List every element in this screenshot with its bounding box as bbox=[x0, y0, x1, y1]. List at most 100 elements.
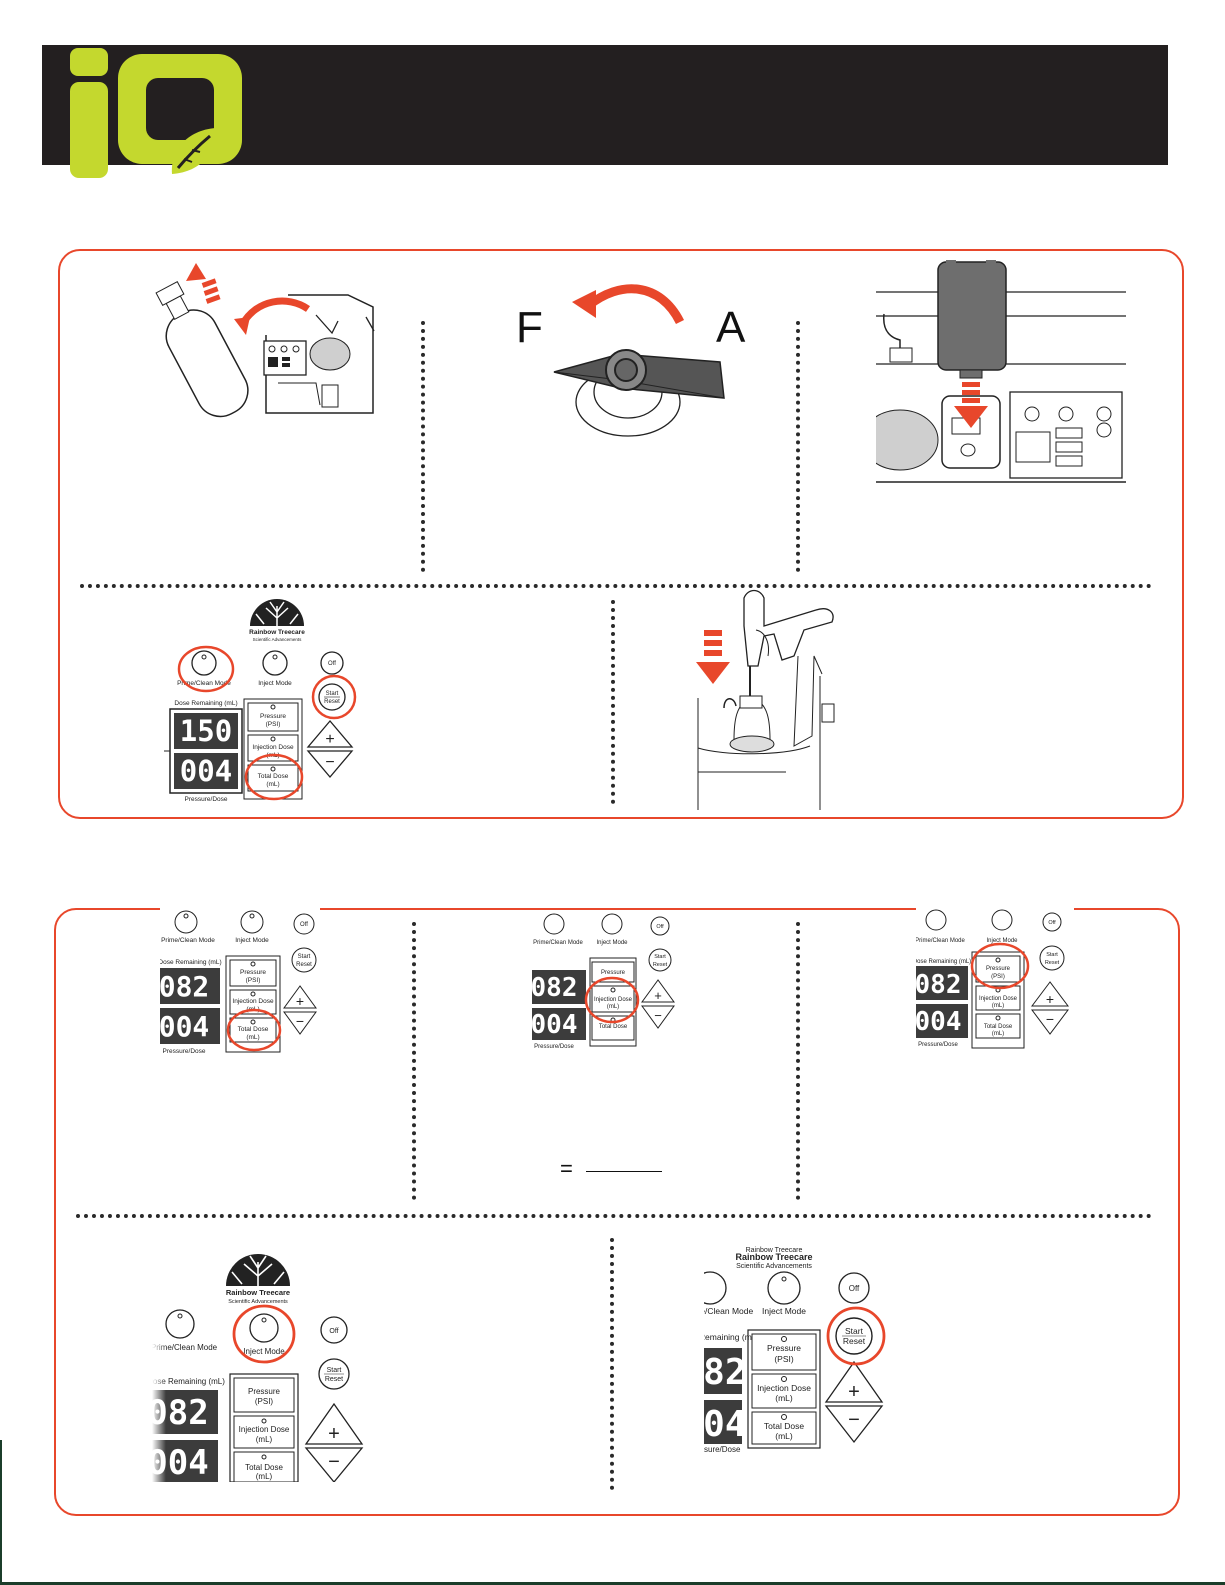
ml-label: (mL) bbox=[992, 1031, 1004, 1037]
start-label: Start bbox=[326, 691, 339, 697]
control-panel-start-reset: Rainbow Treecare Rainbow Treecare Scient… bbox=[704, 1244, 898, 1454]
minus-icon: − bbox=[296, 1013, 304, 1029]
injection-dose-label: Injection Dose bbox=[252, 744, 294, 751]
injection-dose-label: Injection Dose bbox=[757, 1383, 811, 1393]
prime-clean-mode-label: Prime/Clean Mode bbox=[916, 938, 966, 944]
inject-mode-button[interactable] bbox=[249, 1313, 279, 1343]
ml-label: (mL) bbox=[266, 781, 279, 788]
psi-label: (PSI) bbox=[266, 721, 281, 728]
dose-remaining-value: 082 bbox=[704, 1352, 747, 1393]
dose-remaining-value: 082 bbox=[160, 970, 209, 1003]
divider bbox=[421, 321, 425, 572]
off-label: Off bbox=[329, 1328, 338, 1335]
brand-name: Rainbow Treecare bbox=[249, 629, 305, 636]
dose-remaining-display bbox=[174, 713, 238, 749]
minus-icon: − bbox=[654, 1008, 662, 1023]
off-button[interactable] bbox=[320, 651, 344, 675]
plus-icon: + bbox=[325, 731, 334, 748]
pressure-button[interactable] bbox=[247, 702, 299, 732]
reset-label: Reset bbox=[324, 699, 340, 705]
divider bbox=[796, 321, 800, 572]
psi-label: (PSI) bbox=[991, 974, 1005, 980]
dose-remaining-value: 082 bbox=[532, 973, 577, 1003]
pressure-dose-value: 004 bbox=[916, 1007, 961, 1037]
total-dose-label: Total Dose bbox=[984, 1024, 1013, 1030]
start-label: Start bbox=[298, 954, 311, 960]
ml-label: (mL) bbox=[256, 1435, 273, 1444]
inject-mode-label: Inject Mode bbox=[243, 1347, 285, 1356]
inject-mode-label: Inject Mode bbox=[596, 940, 628, 946]
divider bbox=[80, 584, 1152, 588]
plus-icon: + bbox=[296, 993, 304, 1009]
prime-clean-mode-button[interactable] bbox=[191, 650, 217, 676]
page-edge bbox=[0, 1440, 2, 1585]
decrease-button[interactable] bbox=[306, 750, 354, 779]
ml-label: (mL) bbox=[992, 1003, 1004, 1009]
psi-label: (PSI) bbox=[774, 1354, 794, 1364]
pressure-dose-label: Pressure/Dose bbox=[918, 1042, 958, 1048]
dose-remaining-value: 082 bbox=[916, 970, 961, 1000]
off-label: Off bbox=[300, 922, 308, 928]
plus-icon: + bbox=[848, 1381, 860, 1403]
brand-name-faded: Rainbow Treecare bbox=[746, 1247, 803, 1254]
psi-label: (PSI) bbox=[246, 977, 261, 984]
inject-mode-button[interactable] bbox=[262, 650, 288, 676]
total-dose-label: Total Dose bbox=[238, 1026, 269, 1033]
brand-tagline: Scientific Advancements bbox=[228, 1299, 288, 1305]
pressure-label: Pressure bbox=[248, 1387, 281, 1396]
reset-label: Reset bbox=[843, 1336, 866, 1346]
valve-letter-a: A bbox=[716, 303, 746, 352]
pressure-dose-display bbox=[174, 753, 238, 789]
pressure-dose-label: Pressure/Dose bbox=[534, 1044, 574, 1050]
total-dose-label: Total Dose bbox=[764, 1421, 804, 1431]
valve-letter-f: F bbox=[516, 303, 543, 352]
pressure-dose-label: Pressure/Dose bbox=[704, 1445, 741, 1454]
ml-label: (mL) bbox=[256, 1472, 273, 1481]
pressure-dose-value: 004 bbox=[180, 754, 232, 788]
prime-clean-mode-label: Prime/Clean Mode bbox=[533, 940, 583, 946]
image-fade bbox=[152, 1304, 166, 1482]
injection-dose-label: Injection Dose bbox=[979, 996, 1018, 1002]
control-panel-total-dose: Prime/Clean Mode Inject Mode Off Start R… bbox=[160, 908, 320, 1056]
off-label: Off bbox=[656, 924, 664, 930]
pressure-label: Pressure bbox=[767, 1343, 801, 1353]
dose-remaining-value: 150 bbox=[180, 714, 232, 748]
ml-label: (mL) bbox=[246, 1034, 259, 1041]
minus-icon: − bbox=[328, 1451, 340, 1473]
rainbow-treecare-logo: Rainbow Treecare Scientific Advancements bbox=[220, 1250, 296, 1306]
inject-mode-label: Inject Mode bbox=[235, 937, 269, 944]
injection-dose-button[interactable] bbox=[247, 734, 299, 762]
ml-label: (mL) bbox=[775, 1431, 793, 1441]
pressure-label: Pressure bbox=[986, 966, 1011, 972]
off-label: Off bbox=[1048, 920, 1056, 926]
plus-icon: + bbox=[654, 988, 662, 1003]
minus-icon: − bbox=[848, 1409, 860, 1431]
increase-button[interactable] bbox=[306, 719, 354, 748]
total-dose-button[interactable] bbox=[247, 764, 299, 792]
pressure-label: Pressure bbox=[260, 713, 286, 720]
pressure-label: Pressure bbox=[601, 970, 626, 976]
divider bbox=[76, 1214, 1152, 1218]
battery-insertion-illustration bbox=[861, 256, 1126, 488]
prime-clean-mode-label: Prime/Clean Mode bbox=[152, 1343, 218, 1352]
prime-clean-mode-label: Prime/Clean Mode bbox=[177, 680, 231, 687]
brand-tagline: Scientific Advancements bbox=[253, 637, 303, 642]
start-label: Start bbox=[845, 1326, 864, 1336]
reset-label: Reset bbox=[653, 962, 668, 968]
reset-label: Reset bbox=[325, 1376, 343, 1383]
divider bbox=[796, 922, 800, 1200]
pressure-dose-label: Pressure/Dose bbox=[185, 796, 228, 803]
off-label: Off bbox=[849, 1284, 860, 1293]
dose-remaining-label: Dose Remaining (mL) bbox=[174, 700, 237, 707]
fraction-line bbox=[586, 1171, 662, 1172]
injection-dose-label: Injection Dose bbox=[232, 998, 274, 1005]
dose-formula: = bbox=[560, 1156, 670, 1186]
inject-mode-label: Inject Mode bbox=[762, 1306, 806, 1316]
minus-icon: − bbox=[325, 754, 334, 771]
divider bbox=[412, 922, 416, 1200]
brand-name: Rainbow Treecare bbox=[735, 1252, 812, 1262]
equals-sign: = bbox=[560, 1156, 573, 1181]
pressure-dose-value: 004 bbox=[532, 1010, 577, 1040]
dose-remaining-label: Dose Remaining (mL) bbox=[152, 1377, 225, 1386]
off-label: Off bbox=[328, 661, 336, 667]
